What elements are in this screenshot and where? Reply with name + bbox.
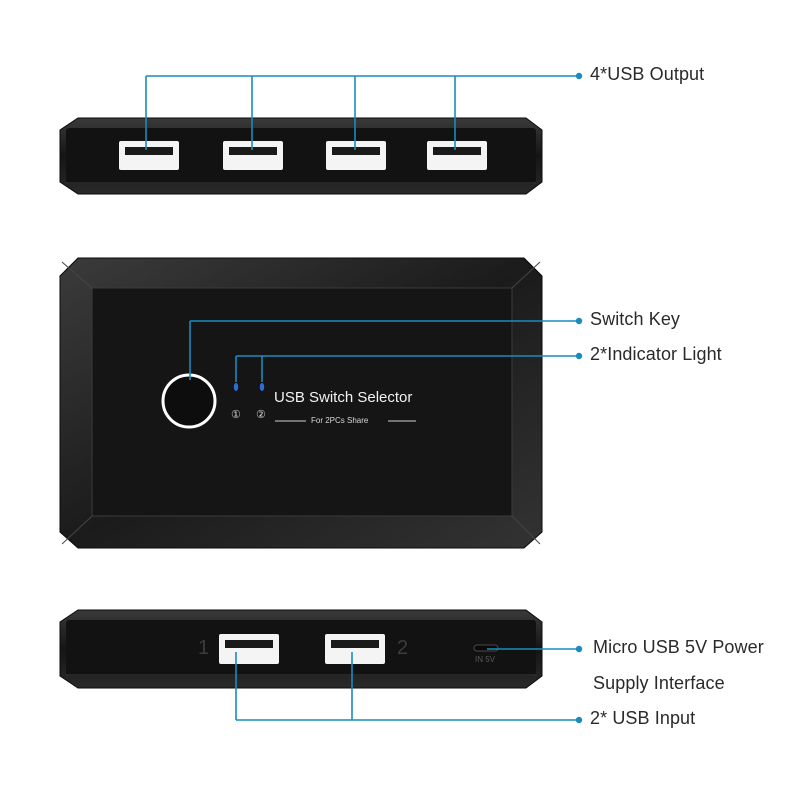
switch-key-button xyxy=(161,373,217,429)
label-indicator-light: 2*Indicator Light xyxy=(590,344,722,364)
callout-dot xyxy=(575,716,583,724)
power-label: IN 5V xyxy=(475,655,496,664)
callout-dot xyxy=(575,317,583,325)
micro-usb-port xyxy=(473,644,499,652)
usb-output-port-2 xyxy=(223,141,283,170)
callout-usb-output xyxy=(145,75,578,150)
label-switch-key: Switch Key xyxy=(590,309,681,329)
callout-indicator-light xyxy=(235,355,578,382)
panel-subtitle: For 2PCs Share xyxy=(311,416,369,425)
label-usb-input: 2* USB Input xyxy=(590,708,696,728)
usb-input-port-1 xyxy=(219,634,279,664)
label-micro-usb-line1: Micro USB 5V Power xyxy=(593,637,764,657)
usb-output-port-3 xyxy=(326,141,386,170)
device-front-view xyxy=(59,257,543,549)
label-micro-usb-line2: Supply Interface xyxy=(593,673,725,693)
device-back-view xyxy=(59,609,543,689)
port-1-number: 1 xyxy=(198,637,210,659)
led-2-label: ② xyxy=(256,409,266,421)
label-usb-output: 4*USB Output xyxy=(590,64,705,84)
device-top-view xyxy=(59,117,543,195)
port-2-number: 2 xyxy=(397,637,409,659)
usb-output-port-4 xyxy=(427,141,487,170)
callout-dot xyxy=(575,72,583,80)
usb-input-port-2 xyxy=(325,634,385,664)
usb-output-port-1 xyxy=(119,141,179,170)
callout-switch-key xyxy=(189,320,578,380)
callout-usb-input xyxy=(235,652,578,721)
panel-title: USB Switch Selector xyxy=(274,389,413,406)
indicator-light-1 xyxy=(233,383,239,391)
callout-dot xyxy=(575,645,583,653)
led-1-label: ① xyxy=(231,409,241,421)
callout-dot xyxy=(575,352,583,360)
indicator-light-2 xyxy=(259,383,265,391)
